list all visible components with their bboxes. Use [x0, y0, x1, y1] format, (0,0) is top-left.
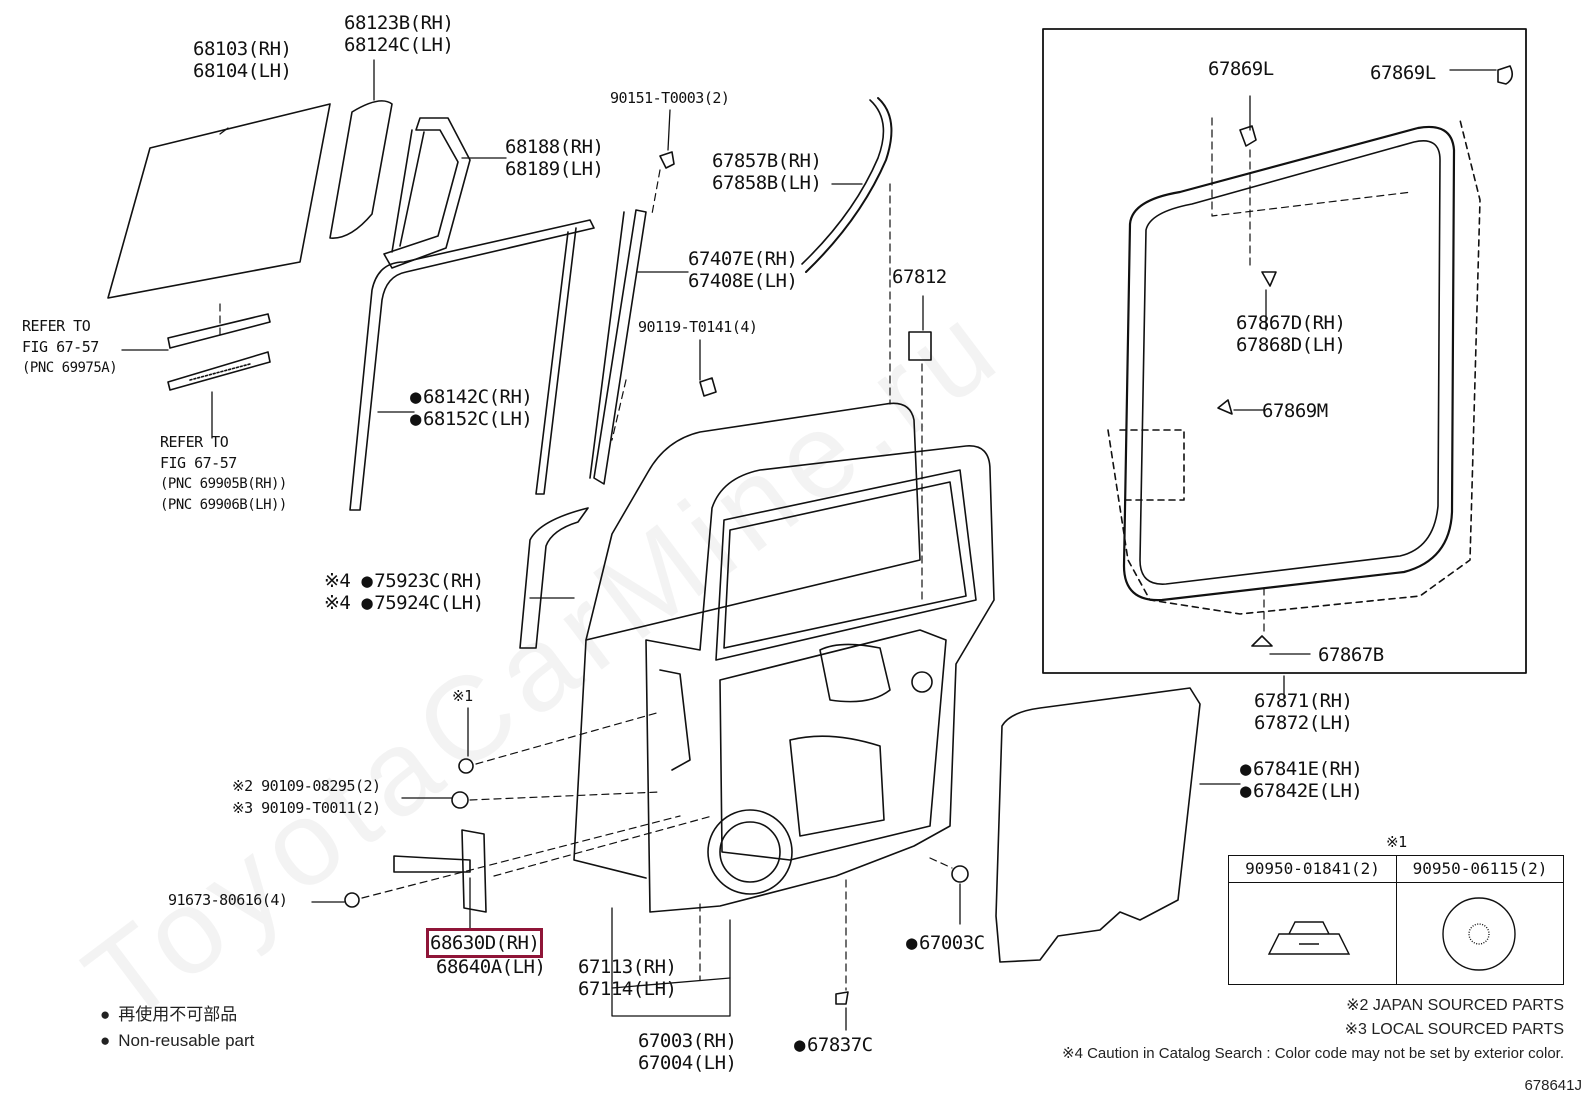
label-90109-t0011[interactable]: ※3 90109-T0011(2)	[232, 799, 381, 817]
clip-table-divider	[1396, 856, 1397, 984]
clip-90950-06115-shape	[1442, 897, 1516, 971]
label-67871[interactable]: 67871(RH)67872(LH)	[1254, 690, 1353, 734]
plug-67003c	[951, 865, 969, 883]
label-67869m[interactable]: 67869M	[1262, 400, 1328, 422]
label-67869l-top[interactable]: 67869L	[1208, 58, 1274, 80]
window-run	[349, 219, 595, 511]
label-67812[interactable]: 67812	[892, 266, 947, 288]
clip-table-col1[interactable]: 90950-01841(2)	[1229, 856, 1397, 883]
label-67113[interactable]: 67113(RH)67114(LH)	[578, 956, 677, 1000]
bolt-90109	[451, 791, 469, 809]
door-check	[393, 855, 471, 873]
clip-table: 90950-01841(2) 90950-06115(2)	[1228, 855, 1564, 985]
clip-table-mark: ※1	[1386, 833, 1407, 851]
belt-moulding-outer	[167, 313, 271, 349]
nut-x1	[458, 758, 474, 774]
label-68630d-highlighted[interactable]: 68630D(RH)	[425, 928, 544, 958]
label-x1-nut: ※1	[452, 687, 473, 705]
label-68188[interactable]: 68188(RH)68189(LH)	[505, 136, 604, 180]
label-68142c[interactable]: 68142C(RH)68152C(LH)	[410, 386, 533, 430]
bolt-90119	[699, 377, 717, 397]
quarter-frame	[383, 117, 471, 269]
label-refer-pnc-1: (PNC 69975A)	[22, 360, 118, 376]
clip-67869l-right	[1497, 65, 1514, 85]
note-local-sourced: ※3 LOCAL SOURCED PARTS	[1344, 1021, 1564, 1038]
label-refer-pnc-2: (PNC 69905B(RH))(PNC 69906B(LH))	[160, 476, 287, 513]
label-67407e[interactable]: 67407E(RH)67408E(LH)	[688, 248, 798, 292]
label-67869l-right[interactable]: 67869L	[1370, 62, 1436, 84]
label-67867d[interactable]: 67867D(RH)67868D(LH)	[1236, 312, 1346, 356]
clip-67837c	[835, 991, 849, 1005]
bolt-91673	[344, 892, 360, 908]
clip-67867b	[1251, 635, 1273, 647]
clip-table-images	[1267, 897, 1516, 971]
diagram-id: 678641J	[1524, 1077, 1582, 1094]
label-67837c[interactable]: 67837C	[794, 1034, 873, 1056]
door-inner-panel	[645, 445, 995, 913]
label-67857b[interactable]: 67857B(RH)67858B(LH)	[712, 150, 822, 194]
belt-moulding-inner	[167, 351, 271, 391]
legend-non-reusable-en: Non-reusable part	[100, 1028, 254, 1053]
pad-67812	[908, 331, 932, 361]
legend-non-reusable-jp: 再使用不可部品	[100, 1002, 237, 1027]
division-bar	[593, 209, 647, 485]
label-67003[interactable]: 67003(RH)67004(LH)	[638, 1030, 737, 1074]
roof-weatherstrip	[805, 97, 893, 273]
clip-67869l-top	[1239, 125, 1257, 147]
label-67841e[interactable]: 67841E(RH)67842E(LH)	[1240, 758, 1363, 802]
clip-table-col2[interactable]: 90950-06115(2)	[1397, 856, 1563, 883]
label-90119[interactable]: 90119-T0141(4)	[638, 318, 758, 336]
label-68640a[interactable]: 68640A(LH)	[436, 956, 546, 978]
clip-67867d	[1261, 271, 1277, 287]
label-75923c[interactable]: ※4 75923C(RH) ※4 75924C(LH)	[324, 570, 484, 614]
service-hole-cover	[995, 687, 1201, 963]
label-67003c[interactable]: 67003C	[906, 932, 985, 954]
weatherstrip-box	[1042, 28, 1527, 674]
label-68103[interactable]: 68103(RH)68104(LH)	[193, 38, 292, 82]
label-67867b[interactable]: 67867B	[1318, 644, 1384, 666]
door-weatherstrip	[1122, 125, 1456, 602]
clip-67869m	[1217, 399, 1233, 415]
note-caution-catalog: ※4 Caution in Catalog Search : Color cod…	[1062, 1045, 1564, 1062]
bolt-90151	[659, 151, 675, 169]
quarter-glass	[329, 100, 393, 239]
door-outer-panel	[585, 402, 921, 641]
door-edge-weather	[519, 507, 589, 649]
label-68123b[interactable]: 68123B(RH)68124C(LH)	[344, 12, 454, 56]
note-japan-sourced: ※2 JAPAN SOURCED PARTS	[1346, 997, 1564, 1014]
clip-90950-01841-shape	[1267, 921, 1351, 955]
label-90109-08295[interactable]: ※2 90109-08295(2)	[232, 777, 381, 795]
label-91673[interactable]: 91673-80616(4)	[168, 891, 288, 909]
label-90151[interactable]: 90151-T0003(2)	[610, 89, 730, 107]
door-glass	[107, 103, 331, 299]
